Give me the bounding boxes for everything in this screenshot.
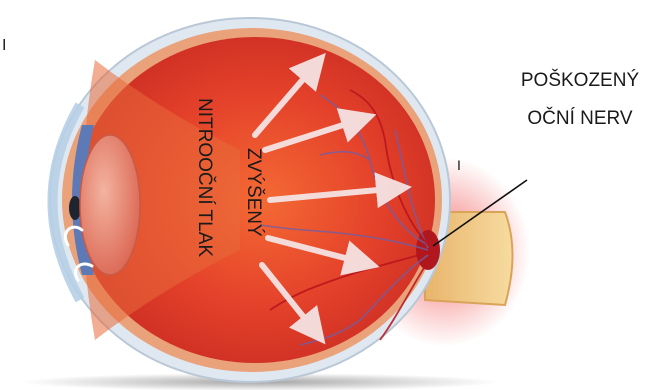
pressure-label-line1: ZVÝŠENÝ — [243, 148, 265, 237]
pressure-label: ZVÝŠENÝ — [243, 148, 265, 237]
nerve-marker: I — [457, 157, 461, 173]
left-marker: I — [2, 37, 6, 54]
pupil — [69, 196, 81, 220]
nerve-label-line1: POŠKOZENÝ — [521, 69, 640, 91]
pressure-label-2: NITROOČNÍ TLAK — [194, 98, 216, 257]
nerve-label-line2: OČNÍ NERV — [527, 107, 633, 129]
lens — [80, 135, 140, 275]
pressure-label-line2: NITROOČNÍ TLAK — [194, 98, 216, 257]
